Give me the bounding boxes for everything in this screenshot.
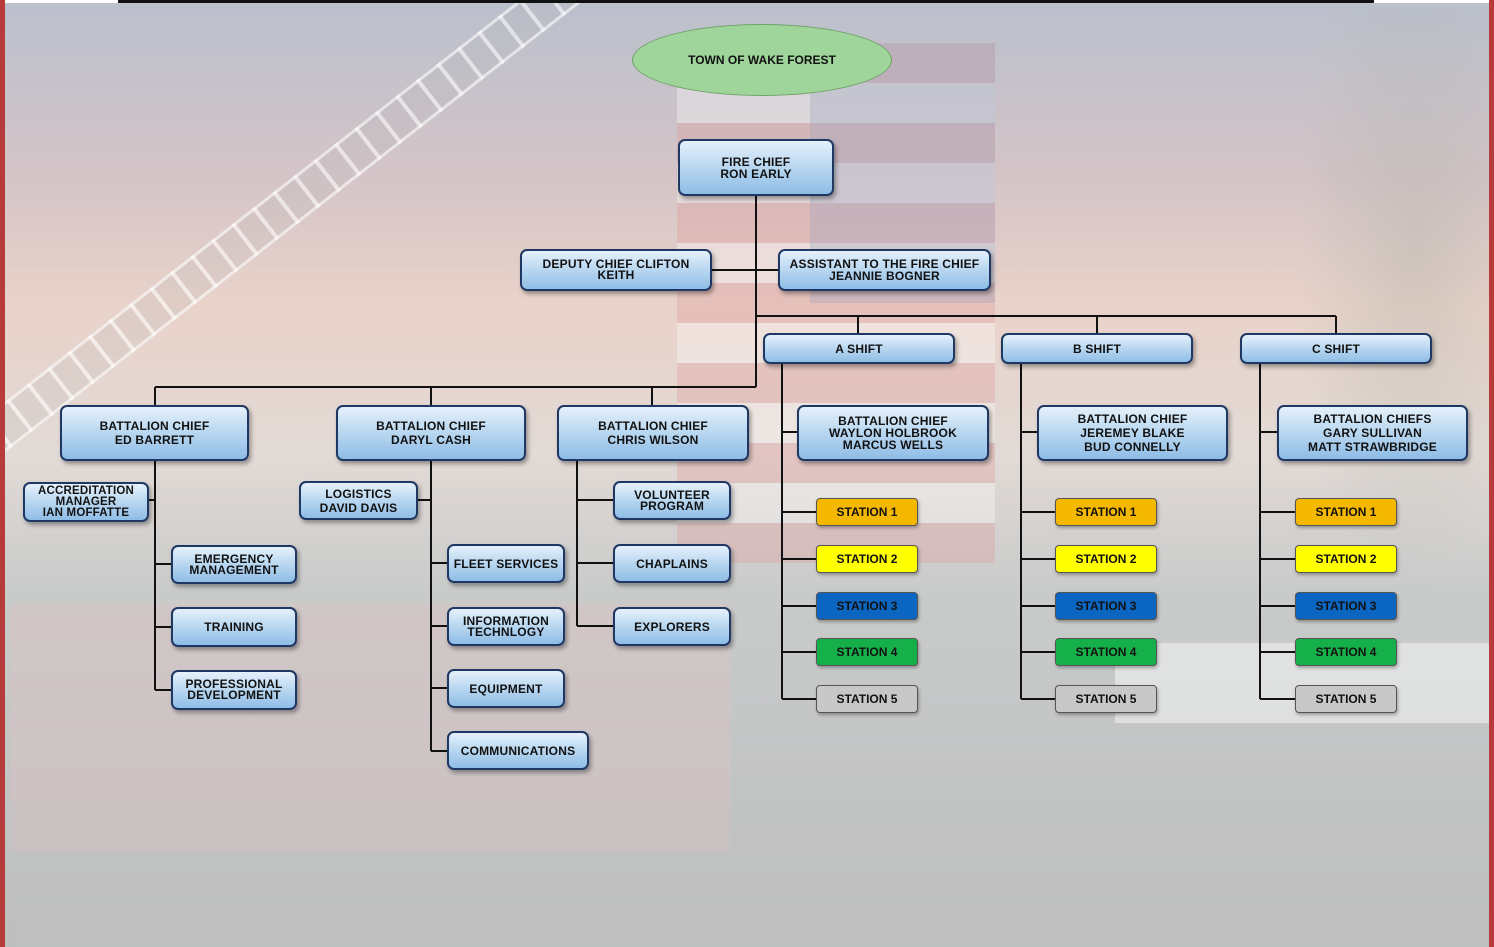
a-shift-station-4: STATION 4 — [816, 638, 918, 666]
station-label: STATION 1 — [1315, 505, 1377, 519]
fire-truck — [10, 603, 730, 853]
station-label: STATION 2 — [836, 552, 898, 566]
station-label: STATION 4 — [1315, 645, 1377, 659]
american-flag — [677, 43, 995, 563]
a-shift-station-2: STATION 2 — [816, 545, 918, 573]
station-label: STATION 1 — [836, 505, 898, 519]
volunteer-program-node: VOLUNTEER PROGRAM — [613, 481, 731, 520]
wilson-label: BATTALION CHIEF CHRIS WILSON — [598, 419, 708, 447]
a-shift-label: A SHIFT — [835, 341, 883, 356]
professional-development-node: PROFESSIONAL DEVELOPMENT — [171, 670, 297, 710]
station-label: STATION 2 — [1315, 552, 1377, 566]
cash-label: BATTALION CHIEF DARYL CASH — [376, 419, 486, 447]
c-shift-node: C SHIFT — [1240, 333, 1432, 364]
battalion-chief-b-shift-node: BATTALION CHIEF JEREMEY BLAKE BUD CONNEL… — [1037, 405, 1228, 461]
emergency-label: EMERGENCY MANAGEMENT — [189, 551, 279, 577]
a-shift-battalion-label: BATTALION CHIEF WAYLON HOLBROOK MARCUS W… — [829, 414, 957, 452]
battalion-chief-cash-node: BATTALION CHIEF DARYL CASH — [336, 405, 526, 461]
volunteer-label: VOLUNTEER PROGRAM — [634, 487, 710, 513]
a-shift-station-1: STATION 1 — [816, 498, 918, 526]
explorers-label: EXPLORERS — [634, 619, 710, 634]
explorers-node: EXPLORERS — [613, 607, 731, 646]
assistant-label: ASSISTANT TO THE FIRE CHIEF JEANNIE BOGN… — [789, 257, 980, 283]
right-border — [1489, 0, 1494, 947]
equipment-node: EQUIPMENT — [447, 669, 565, 708]
c-shift-label: C SHIFT — [1311, 341, 1361, 356]
battalion-chief-barrett-node: BATTALION CHIEF ED BARRETT — [60, 405, 249, 461]
c-shift-station-5: STATION 5 — [1295, 685, 1397, 713]
fire-chief-node: FIRE CHIEF RON EARLY — [678, 139, 834, 196]
c-shift-station-4: STATION 4 — [1295, 638, 1397, 666]
fleet-label: FLEET SERVICES — [453, 556, 559, 571]
logistics-node: LOGISTICS DAVID DAVIS — [299, 481, 418, 520]
fleet-services-node: FLEET SERVICES — [447, 544, 565, 583]
communications-label: COMMUNICATIONS — [460, 743, 576, 758]
station-label: STATION 3 — [1315, 599, 1377, 613]
station-label: STATION 4 — [1075, 645, 1137, 659]
c-shift-battalion-label: BATTALION CHIEFS GARY SULLIVAN MATT STRA… — [1308, 412, 1437, 454]
town-of-wake-forest-node: TOWN OF WAKE FOREST — [632, 24, 892, 96]
training-label: TRAINING — [204, 620, 264, 634]
professional-label: PROFESSIONAL DEVELOPMENT — [185, 677, 283, 702]
battalion-chief-a-shift-node: BATTALION CHIEF WAYLON HOLBROOK MARCUS W… — [797, 405, 989, 461]
top-rule — [118, 0, 1374, 3]
b-shift-station-3: STATION 3 — [1055, 592, 1157, 620]
b-shift-node: B SHIFT — [1001, 333, 1193, 364]
c-shift-station-2: STATION 2 — [1295, 545, 1397, 573]
station-label: STATION 3 — [836, 599, 898, 613]
assistant-to-fire-chief-node: ASSISTANT TO THE FIRE CHIEF JEANNIE BOGN… — [778, 249, 991, 291]
left-border — [0, 0, 5, 947]
equipment-label: EQUIPMENT — [469, 681, 543, 696]
emergency-management-node: EMERGENCY MANAGEMENT — [171, 545, 297, 584]
battalion-chief-wilson-node: BATTALION CHIEF CHRIS WILSON — [557, 405, 749, 461]
b-shift-station-5: STATION 5 — [1055, 685, 1157, 713]
station-label: STATION 1 — [1075, 505, 1137, 519]
station-label: STATION 5 — [836, 692, 898, 706]
fire-chief-label: FIRE CHIEF RON EARLY — [720, 154, 792, 181]
b-shift-station-1: STATION 1 — [1055, 498, 1157, 526]
training-node: TRAINING — [171, 607, 297, 647]
b-shift-station-2: STATION 2 — [1055, 545, 1157, 573]
town-label: TOWN OF WAKE FOREST — [688, 53, 836, 67]
barrett-label: BATTALION CHIEF ED BARRETT — [99, 419, 210, 447]
chaplains-label: CHAPLAINS — [636, 556, 708, 571]
station-label: STATION 2 — [1075, 552, 1137, 566]
station-label: STATION 3 — [1075, 599, 1137, 613]
communications-node: COMMUNICATIONS — [447, 731, 589, 770]
a-shift-node: A SHIFT — [763, 333, 955, 364]
pavement — [10, 803, 1489, 947]
b-shift-label: B SHIFT — [1072, 341, 1122, 356]
station-label: STATION 5 — [1315, 692, 1377, 706]
station-label: STATION 4 — [836, 645, 898, 659]
a-shift-station-3: STATION 3 — [816, 592, 918, 620]
battalion-chiefs-c-shift-node: BATTALION CHIEFS GARY SULLIVAN MATT STRA… — [1277, 405, 1468, 461]
a-shift-station-5: STATION 5 — [816, 685, 918, 713]
accreditation-manager-node: ACCREDITATION MANAGER IAN MOFFATTE — [23, 482, 149, 522]
chaplains-node: CHAPLAINS — [613, 544, 731, 583]
logistics-label: LOGISTICS DAVID DAVIS — [319, 486, 398, 515]
it-label: INFORMATION TECHNLOGY — [463, 613, 549, 639]
accreditation-label: ACCREDITATION MANAGER IAN MOFFATTE — [37, 484, 135, 519]
station-label: STATION 5 — [1075, 692, 1137, 706]
information-technology-node: INFORMATION TECHNLOGY — [447, 607, 565, 646]
b-shift-battalion-label: BATTALION CHIEF JEREMEY BLAKE BUD CONNEL… — [1077, 412, 1188, 454]
b-shift-station-4: STATION 4 — [1055, 638, 1157, 666]
deputy-chief-label: DEPUTY CHIEF CLIFTON KEITH — [542, 257, 690, 282]
c-shift-station-3: STATION 3 — [1295, 592, 1397, 620]
c-shift-station-1: STATION 1 — [1295, 498, 1397, 526]
deputy-chief-node: DEPUTY CHIEF CLIFTON KEITH — [520, 249, 712, 291]
